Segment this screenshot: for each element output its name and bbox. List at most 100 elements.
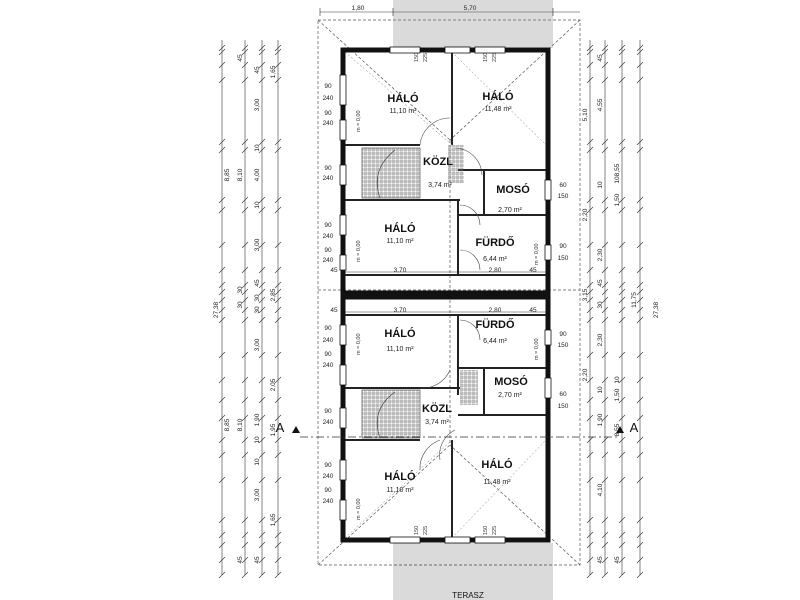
dimension-tick [601, 281, 609, 289]
dimension-tick [636, 76, 644, 84]
dimension-tick [618, 306, 626, 314]
win-label: 240 [323, 120, 334, 127]
dimension-tick [601, 531, 609, 539]
room-name: KÖZL [422, 402, 452, 415]
dimension-tick [636, 531, 644, 539]
interior-walls [345, 50, 546, 538]
win-label: 240 [323, 473, 334, 480]
dimension-tick [218, 351, 226, 359]
right-dims-col2: 8,55 1,50 10 11,75 1,50 10 8,55 45 [614, 163, 638, 563]
win-label: 150 [558, 403, 569, 410]
dimension-tick [241, 531, 249, 539]
dimension-tick [218, 516, 226, 524]
dimension-tick [601, 196, 609, 204]
dimension-tick [586, 266, 594, 274]
dimension-tick [586, 44, 594, 52]
dim-v: 8,55 [614, 163, 621, 176]
dimension-tick [241, 451, 249, 459]
win-label: 240 [323, 233, 334, 240]
dimension-tick [258, 288, 266, 296]
dimension-tick [601, 351, 609, 359]
dim-v: 8,85 [224, 418, 231, 431]
dimension-tick [241, 476, 249, 484]
dimension-tick [241, 414, 249, 422]
dimension-tick [274, 44, 282, 52]
dimension-tick [586, 436, 594, 444]
dim-v: 3,15 [582, 288, 589, 301]
terrace-top-hatch [393, 0, 553, 48]
dimension-tick [586, 571, 594, 579]
dimension-tick [218, 138, 226, 146]
dim-v: 1,65 [270, 513, 277, 526]
dim-v: 2,05 [270, 378, 277, 391]
dimension-tick [218, 476, 226, 484]
dimension-tick [586, 531, 594, 539]
dimension-tick [241, 571, 249, 579]
dim-v: 2,30 [597, 248, 604, 261]
dimension-tick [274, 476, 282, 484]
dim-top-1: 1,80 [352, 5, 365, 12]
win-label: 240 [323, 362, 334, 369]
dimension-tick [618, 531, 626, 539]
room-name: HÁLÓ [384, 222, 416, 235]
dim-v: 8,10 [237, 168, 244, 181]
dimension-tick [601, 376, 609, 384]
dimension-tick [218, 281, 226, 289]
dimension-tick [618, 44, 626, 52]
dimension-tick [618, 296, 626, 304]
dim-v: 45 [254, 66, 261, 74]
dimension-tick [241, 316, 249, 324]
door-label: 150 [483, 526, 489, 535]
dimension-tick [601, 44, 609, 52]
dimension-tick [636, 516, 644, 524]
dimension-tick [218, 376, 226, 384]
dim-v: 5,10 [582, 108, 589, 121]
dimension-tick [618, 316, 626, 324]
exterior-walls [340, 47, 551, 543]
dimension-tick [636, 196, 644, 204]
dimension-tick [636, 376, 644, 384]
dim-v: 30 [254, 306, 261, 314]
dim-v: 1,90 [597, 413, 604, 426]
dimension-tick [258, 516, 266, 524]
dimension-tick [258, 451, 266, 459]
win-label: 150 [558, 255, 569, 262]
room-name: MOSÓ [494, 375, 528, 388]
dimension-tick [601, 436, 609, 444]
dimension-tick [601, 206, 609, 214]
dimension-tick [586, 241, 594, 249]
dimension-tick [258, 76, 266, 84]
dimension-tick [241, 196, 249, 204]
dimension-tick [274, 288, 282, 296]
dim-v: 2,30 [597, 333, 604, 346]
room-area: 11,48 m² [483, 479, 511, 486]
dim-h: 3,70 [394, 267, 407, 274]
room-name: MOSÓ [496, 183, 530, 196]
height-label: m = 0,00 [356, 240, 362, 262]
dim-v: 45 [254, 556, 261, 564]
dim-v: 2,85 [270, 288, 277, 301]
dimension-tick [241, 281, 249, 289]
dim-v: 10 [597, 181, 604, 189]
dimension-tick [274, 146, 282, 154]
top-dimension-line [319, 8, 580, 16]
dimension-tick [258, 138, 266, 146]
dimension-tick [258, 556, 266, 564]
dimension-tick [218, 436, 226, 444]
dimension-tick [601, 306, 609, 314]
right-dims-col1: 45 5,10 4,55 10 2,20 2,30 45 3,15 30 2,3… [582, 54, 604, 564]
dimension-tick [258, 476, 266, 484]
room-name: HÁLÓ [387, 92, 419, 105]
staircase-bottom [361, 370, 478, 439]
dimension-tick [274, 281, 282, 289]
dimension-tick [601, 146, 609, 154]
dimension-tick [241, 146, 249, 154]
dim-v: 1,95 [270, 423, 277, 436]
dim-v: 8,10 [237, 418, 244, 431]
win-label: 90 [324, 247, 332, 254]
dimension-tick [618, 266, 626, 274]
dimension-tick [241, 376, 249, 384]
room-name: FÜRDŐ [475, 236, 515, 249]
dim-v: 30 [254, 294, 261, 302]
dimension-tick [636, 44, 644, 52]
